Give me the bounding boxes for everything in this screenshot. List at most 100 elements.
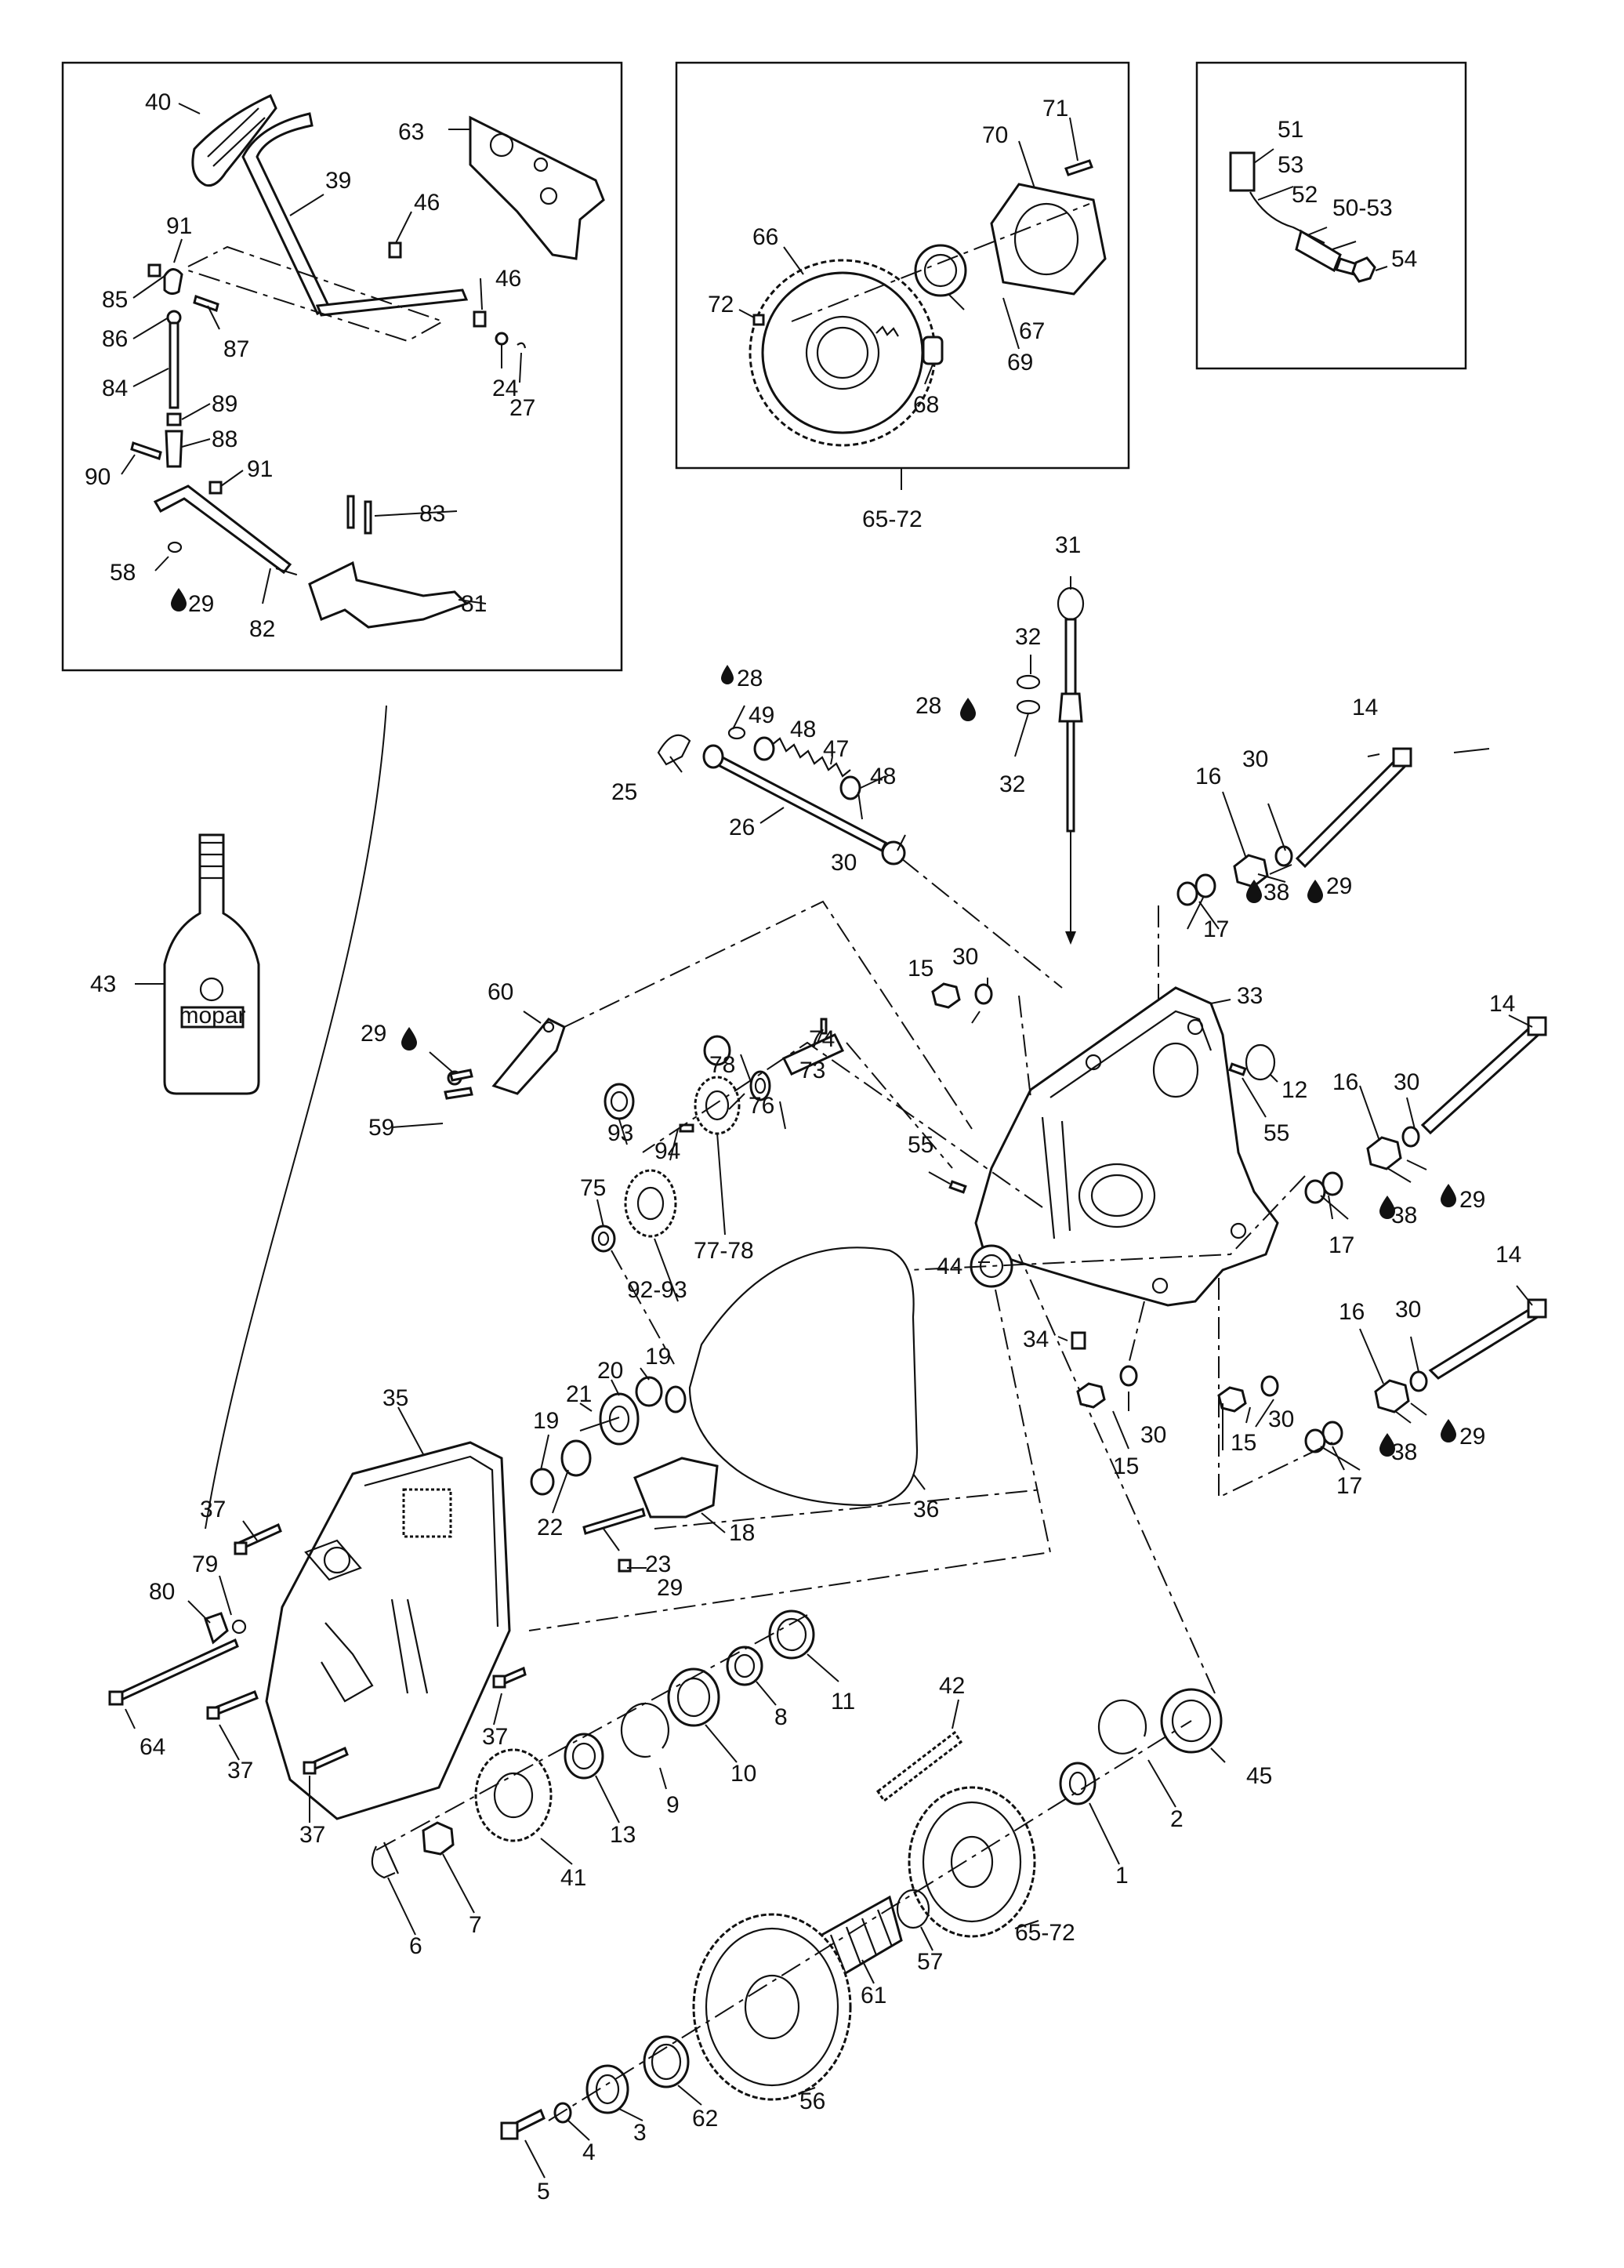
callout-19b: 19 (533, 1408, 559, 1434)
callout-89: 89 (212, 391, 237, 417)
callout-81: 81 (461, 591, 487, 617)
callout-30f: 30 (1268, 1406, 1294, 1432)
nut-sets-15-30 (931, 982, 1279, 1413)
callout-55a: 55 (908, 1132, 933, 1158)
oil-drop-icon (960, 698, 976, 721)
gasket-36 (688, 1246, 919, 1507)
callout-25: 25 (611, 779, 637, 805)
sprocket-centerline (791, 203, 1090, 322)
callout-59: 59 (368, 1115, 394, 1141)
callout-30c: 30 (952, 944, 978, 970)
o-ring-12 (1245, 1043, 1276, 1081)
callout-24: 24 (492, 376, 518, 401)
cover-bolts-37 (206, 1522, 527, 1775)
callout-20: 20 (597, 1358, 623, 1384)
oil-bottle-43: mopar (163, 833, 260, 1095)
callout-91a: 91 (166, 213, 192, 239)
callout-14c: 14 (1495, 1242, 1521, 1268)
callout-51: 51 (1278, 117, 1303, 143)
callout-34: 34 (1023, 1326, 1049, 1352)
oil-drop-icon (1441, 1184, 1456, 1207)
linkage-centerline-2 (275, 568, 303, 577)
callout-30g: 30 (1140, 1422, 1166, 1448)
callout-63: 63 (398, 119, 424, 145)
callout-5: 5 (537, 2179, 550, 2204)
callout-9: 9 (666, 1792, 680, 1818)
callout-35: 35 (382, 1385, 408, 1411)
oil-drop-icon (1379, 1433, 1395, 1457)
mount-hardware-upper (1176, 747, 1412, 906)
callout-82: 82 (249, 616, 275, 642)
callout-55b: 55 (1263, 1120, 1289, 1146)
callout-90: 90 (85, 464, 111, 490)
callout-31: 31 (1055, 532, 1081, 558)
seal-44 (970, 1244, 1013, 1288)
callout-38c: 38 (1391, 1439, 1417, 1465)
callout-41: 41 (560, 1865, 586, 1891)
gear-cluster (591, 1018, 845, 1253)
callout-84: 84 (102, 376, 128, 401)
callout-44: 44 (937, 1254, 962, 1279)
callout-28b: 28 (915, 693, 941, 719)
callout-65-72b: 65-72 (1015, 1920, 1075, 1946)
callout-57: 57 (917, 1949, 943, 1975)
callout-78: 78 (709, 1052, 735, 1078)
callout-73: 73 (799, 1058, 825, 1083)
callout-65-72a: 65-72 (862, 506, 923, 532)
callout-66: 66 (752, 224, 778, 250)
callout-70: 70 (982, 122, 1008, 148)
callout-17a: 17 (1203, 916, 1229, 942)
callout-29f: 29 (657, 1575, 683, 1601)
callout-60: 60 (488, 979, 513, 1005)
callout-37d: 37 (299, 1822, 325, 1848)
mount-hardware-middle (1304, 1016, 1547, 1204)
callout-77-78: 77-78 (694, 1238, 754, 1264)
chain-42 (875, 1730, 963, 1803)
callout-29b: 29 (1326, 873, 1352, 899)
callout-16b: 16 (1332, 1069, 1358, 1095)
callout-27: 27 (509, 395, 535, 421)
inset-frame-sensor (1195, 61, 1467, 370)
callout-37a: 37 (200, 1497, 226, 1522)
callout-54: 54 (1391, 246, 1417, 272)
callout-75: 75 (580, 1175, 606, 1201)
callout-1: 1 (1115, 1863, 1129, 1889)
callout-13: 13 (610, 1822, 636, 1848)
callout-58: 58 (110, 560, 136, 586)
drive-sprocket-assembly (500, 1688, 1223, 2140)
callout-15a: 15 (908, 956, 933, 982)
bolt-64 (114, 1638, 239, 1704)
callout-37b: 37 (227, 1758, 253, 1784)
callout-30d: 30 (1394, 1069, 1419, 1095)
callout-14b: 14 (1489, 991, 1515, 1017)
bottle-brand: mopar (179, 1003, 245, 1029)
sprocket-kit-parts (749, 159, 1107, 447)
callout-86: 86 (102, 326, 128, 352)
callout-49: 49 (749, 702, 774, 728)
callout-79: 79 (192, 1551, 218, 1577)
callout-15b: 15 (1113, 1453, 1139, 1479)
oil-drop-icon (1379, 1196, 1395, 1219)
callout-37c: 37 (482, 1724, 508, 1750)
callout-85: 85 (102, 287, 128, 313)
callout-62: 62 (692, 2106, 718, 2132)
oil-drop-icon (1246, 880, 1262, 903)
callout-3: 3 (633, 2120, 647, 2146)
callout-29c: 29 (361, 1021, 386, 1047)
callout-17c: 17 (1336, 1473, 1362, 1499)
callout-69: 69 (1007, 350, 1033, 376)
callout-8: 8 (774, 1704, 788, 1730)
callout-16a: 16 (1195, 764, 1221, 789)
callout-11: 11 (831, 1689, 855, 1715)
mount-hardware-lower (1304, 1298, 1547, 1453)
oil-drop-icon (171, 588, 187, 611)
oil-drop-icon (1441, 1419, 1456, 1442)
oil-drop-icons (171, 588, 1456, 1457)
shift-arm-60 (444, 1018, 566, 1100)
callout-23: 23 (645, 1551, 671, 1577)
callout-16c: 16 (1339, 1299, 1365, 1325)
callout-38b: 38 (1391, 1203, 1417, 1228)
callout-46a: 46 (414, 190, 440, 216)
callout-15c: 15 (1231, 1430, 1256, 1456)
callout-4: 4 (582, 2139, 596, 2165)
